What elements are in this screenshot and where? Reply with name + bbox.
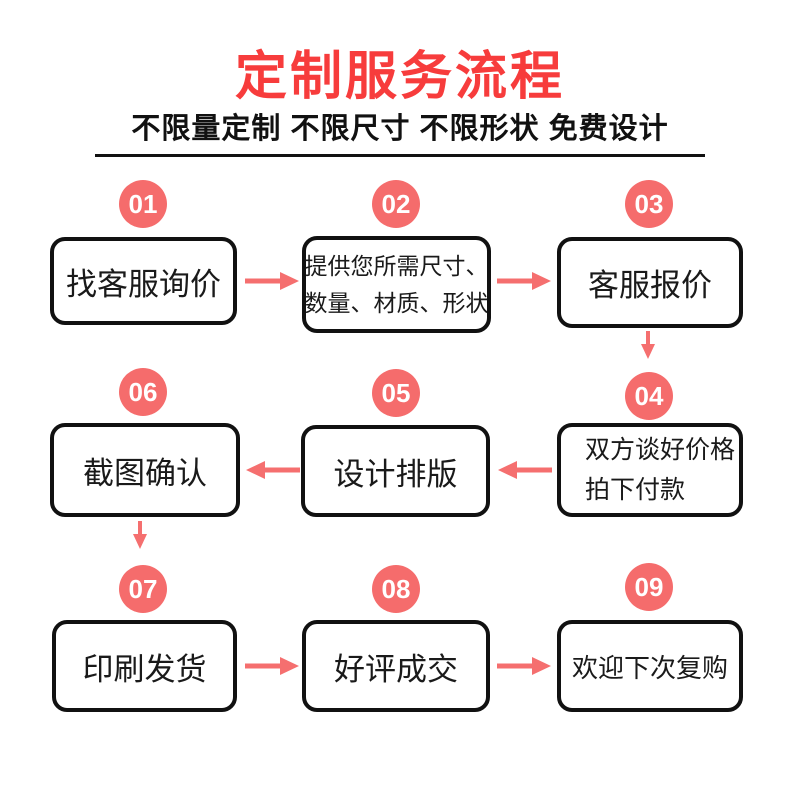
step-01-badge: 01 <box>119 180 167 228</box>
step-07-label: 印刷发货 <box>82 651 207 687</box>
step-09-badge: 09 <box>625 563 673 611</box>
step-04-label-line1: 双方谈好价格 <box>585 436 736 464</box>
step-04-label-line2: 拍下付款 <box>585 476 686 504</box>
step-09-label: 欢迎下次复购 <box>571 652 728 683</box>
step-08-label: 好评成交 <box>334 651 458 687</box>
divider-line <box>95 154 705 157</box>
arrow-down-icon <box>132 521 148 549</box>
arrow-right-icon <box>497 657 551 675</box>
step-04-box: 双方谈好价格 拍下付款 <box>557 423 743 517</box>
step-07-badge: 07 <box>119 565 167 613</box>
step-09-box: 欢迎下次复购 <box>557 620 743 712</box>
step-03-box: 客服报价 <box>557 237 743 328</box>
arrow-right-icon <box>245 657 299 675</box>
page-subtitle: 不限量定制 不限尺寸 不限形状 免费设计 <box>131 113 669 145</box>
arrow-right-icon <box>497 272 551 290</box>
arrow-down-icon <box>640 331 656 359</box>
step-07-box: 印刷发货 <box>52 620 237 712</box>
step-08-badge: 08 <box>372 565 420 613</box>
arrow-left-icon <box>498 461 552 479</box>
step-02-label-line2: 数量、材质、形状 <box>304 289 489 316</box>
step-01-box: 找客服询价 <box>50 237 237 325</box>
step-06-label: 截图确认 <box>83 455 207 491</box>
arrow-left-icon <box>246 461 300 479</box>
step-03-badge: 03 <box>625 180 673 228</box>
step-05-box: 设计排版 <box>301 425 490 517</box>
step-06-box: 截图确认 <box>50 423 240 517</box>
step-04-badge: 04 <box>625 372 673 420</box>
step-06-badge: 06 <box>119 368 167 416</box>
step-03-label: 客服报价 <box>588 268 712 303</box>
step-02-box: 提供您所需尺寸、 数量、材质、形状 <box>302 236 491 333</box>
page-title: 定制服务流程 <box>234 48 565 106</box>
step-01-label: 找客服询价 <box>66 266 221 302</box>
step-05-label: 设计排版 <box>333 456 458 492</box>
step-08-box: 好评成交 <box>302 620 490 712</box>
step-02-badge: 02 <box>372 180 420 228</box>
arrow-right-icon <box>245 272 299 290</box>
step-05-badge: 05 <box>372 369 420 417</box>
step-02-label-line1: 提供您所需尺寸、 <box>304 252 489 279</box>
